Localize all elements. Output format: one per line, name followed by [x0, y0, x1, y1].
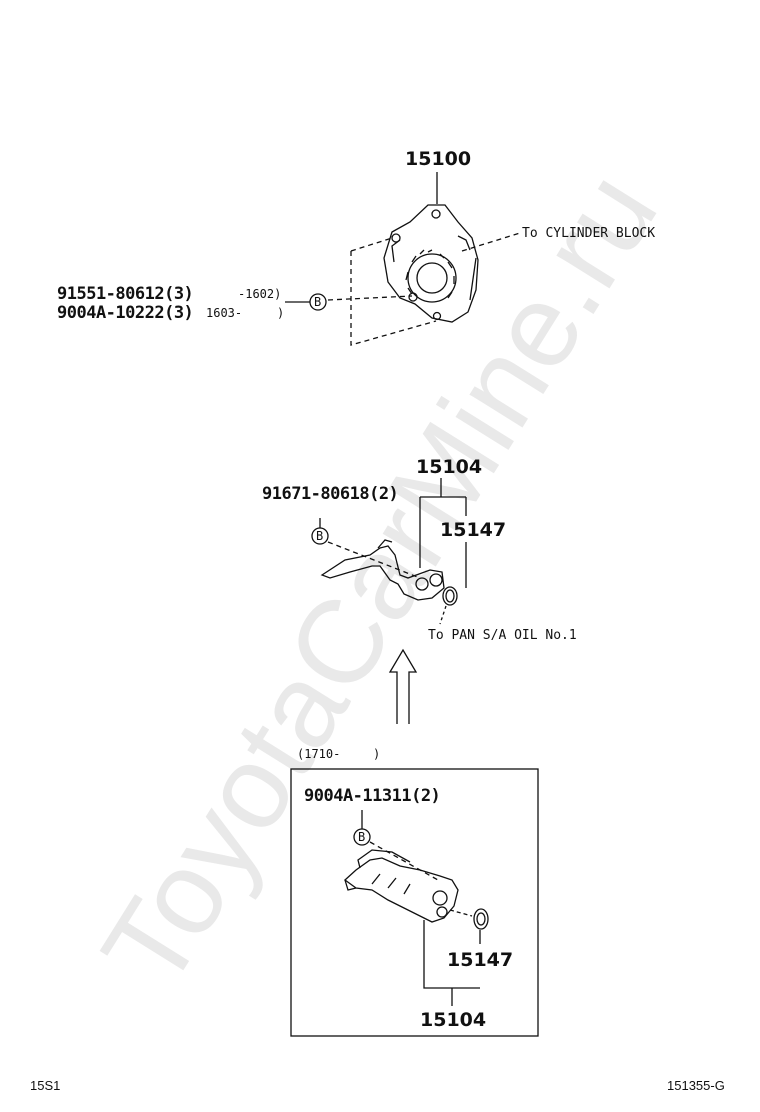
oil-pan-note: To PAN S/A OIL No.1: [428, 628, 577, 643]
variant-range-close: ): [373, 747, 381, 761]
oil-pump-drawing: [383, 204, 479, 323]
marker-b-bottom: [353, 828, 371, 846]
bolt-part-number-b[interactable]: 9004A-10222(3): [57, 303, 194, 323]
bolt-part-number-middle[interactable]: 91671-80618(2): [262, 484, 399, 504]
marker-b-bottom-label: B: [358, 830, 366, 844]
marker-b-top: [309, 293, 327, 311]
leader-cylinder-block: [461, 232, 521, 252]
bracket-15104-bottom: [423, 920, 481, 989]
variant-box: [290, 768, 539, 1037]
cylinder-block-note: To CYLINDER BLOCK: [522, 226, 656, 241]
oil-strainer-variant-drawing: [343, 849, 459, 923]
oil-strainer-drawing: [320, 539, 445, 601]
bolt-part-number-bottom[interactable]: 9004A-11311(2): [304, 786, 441, 806]
gasket-middle: [442, 586, 458, 606]
footer-left-code: 15S1: [30, 1078, 61, 1093]
bracket-15104-middle: [419, 496, 467, 588]
bolt-b-range-close: ): [277, 306, 285, 320]
part-number-15104-bottom[interactable]: 15104: [420, 1009, 487, 1031]
marker-b-middle: [311, 527, 329, 545]
bolt-b-range: 1603-: [206, 306, 243, 320]
marker-b-top-label: B: [314, 295, 322, 309]
bolt-a-range: -1602): [238, 287, 282, 301]
dashed-bracket-top: [350, 251, 437, 346]
direction-arrow: [388, 648, 418, 724]
variant-range-open: (1710-: [297, 747, 341, 761]
gasket-bottom: [473, 908, 489, 930]
part-number-15104-middle[interactable]: 15104: [416, 456, 483, 478]
bolt-part-number-a[interactable]: 91551-80612(3): [57, 284, 194, 304]
part-number-15147-bottom[interactable]: 15147: [447, 949, 514, 971]
marker-b-middle-label: B: [316, 529, 324, 543]
footer-right-code: 151355-G: [667, 1078, 725, 1093]
part-number-15100[interactable]: 15100: [405, 148, 472, 170]
part-number-15147-middle[interactable]: 15147: [440, 519, 507, 541]
